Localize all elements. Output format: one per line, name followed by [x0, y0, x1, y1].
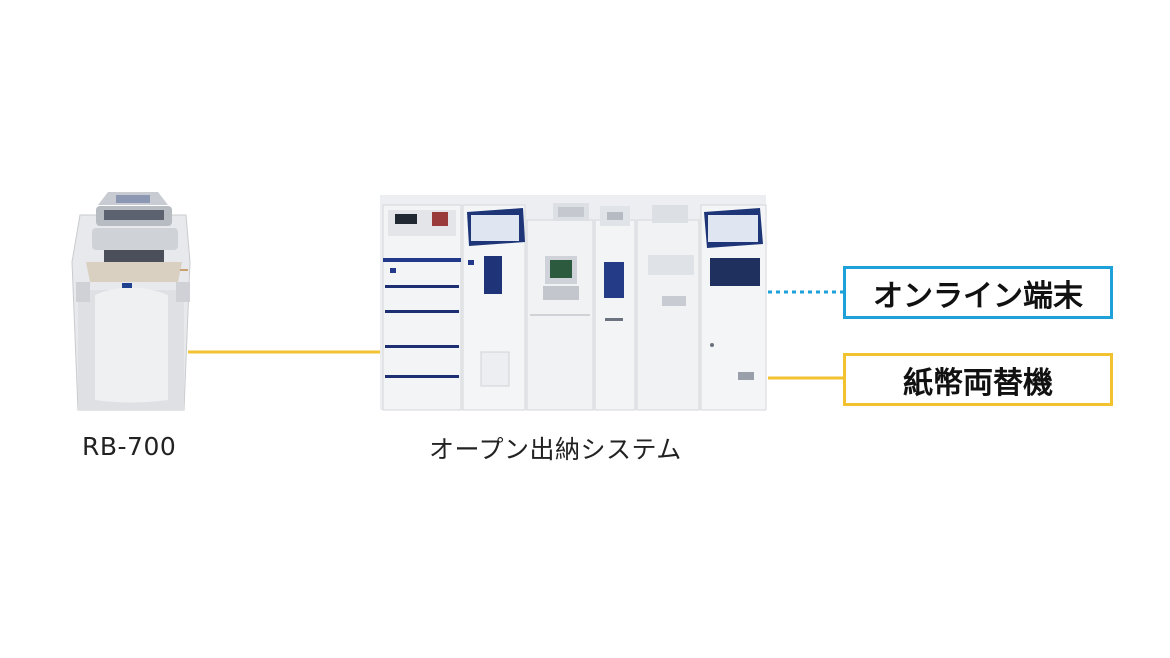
online-terminal-label: オンライン端末 [843, 266, 1113, 319]
open-system-caption: オープン出納システム [429, 435, 682, 464]
online-terminal-text: オンライン端末 [873, 278, 1083, 314]
rb700-caption: RB-700 [82, 432, 177, 461]
note-exchanger-text: 紙幣両替機 [903, 365, 1053, 401]
note-exchanger-label: 紙幣両替機 [843, 353, 1113, 406]
rb700-machine-image [71, 192, 191, 411]
open-teller-system-image [380, 195, 767, 411]
